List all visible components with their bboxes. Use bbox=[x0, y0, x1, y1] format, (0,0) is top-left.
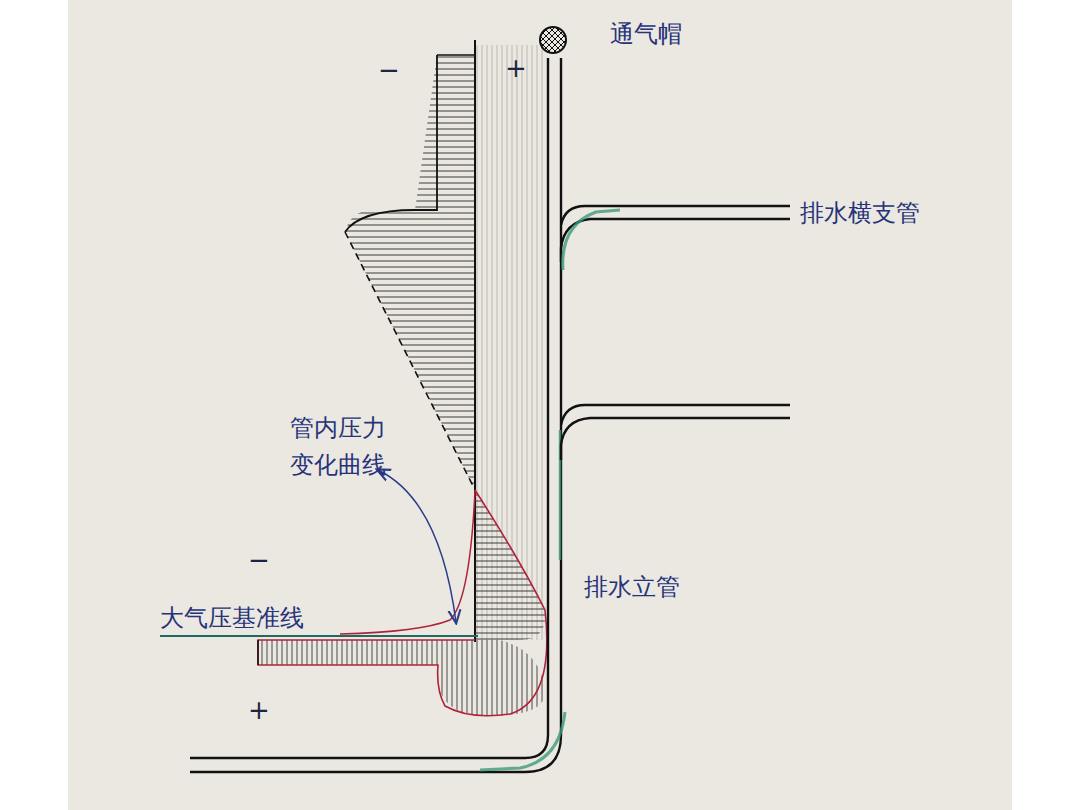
pressure-sign: + bbox=[248, 695, 270, 726]
curve-label: 管内压力 变化曲线 bbox=[290, 410, 393, 484]
part-label: 通气帽 bbox=[610, 20, 682, 49]
baseline-label: 大气压基准线 bbox=[160, 604, 304, 633]
pressure-sign: − bbox=[378, 55, 400, 86]
pressure-sign: + bbox=[505, 53, 527, 84]
pressure-sign: − bbox=[248, 545, 270, 576]
part-label: 排水立管 bbox=[584, 573, 680, 602]
part-label: 排水横支管 bbox=[800, 199, 920, 228]
